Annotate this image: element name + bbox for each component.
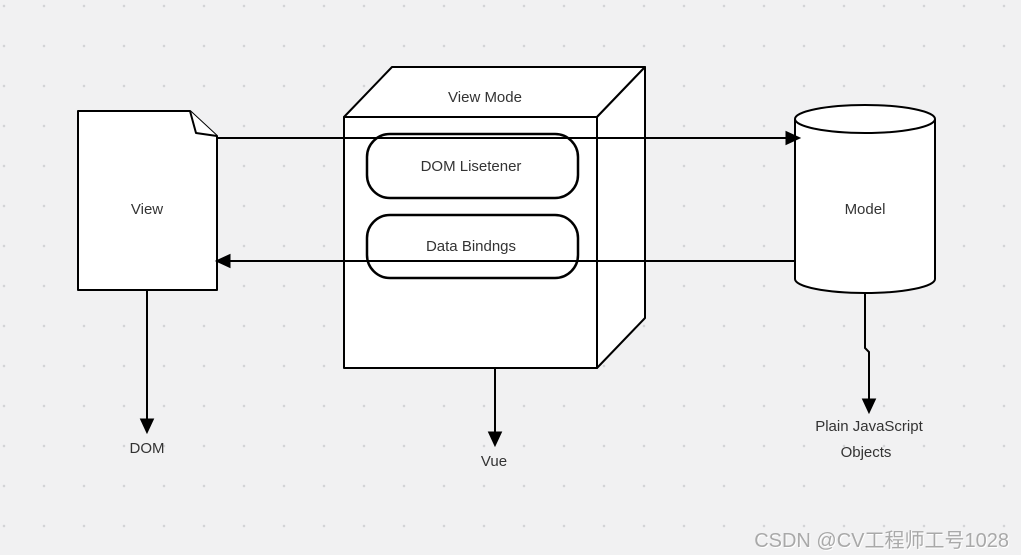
arrow-model-to-objects: [861, 293, 877, 415]
view-mode-label: View Mode: [448, 89, 522, 106]
arrow-box-to-vue: [487, 368, 503, 448]
data-bindings-label: Data Bindngs: [426, 238, 516, 255]
data-bindings-pill: Data Bindngs: [365, 213, 580, 280]
dom-listener-shape: [365, 132, 580, 200]
model-cylinder: Model: [794, 104, 936, 294]
model-label: Model: [845, 201, 886, 218]
plain-js-label-line2: Objects: [841, 444, 892, 461]
box-right-face: [596, 66, 646, 369]
arrowhead-down-icon: [487, 431, 503, 448]
dom-listener-pill: DOM Lisetener: [365, 132, 580, 200]
arrowhead-right-icon: [785, 130, 802, 146]
arrowhead-left-icon: [214, 253, 231, 269]
dom-label: DOM: [130, 440, 165, 457]
vue-label: Vue: [481, 453, 507, 470]
document-shape: [77, 110, 218, 291]
view-label: View: [131, 201, 163, 218]
plain-js-label-line1: Plain JavaScript: [815, 418, 923, 435]
arrow-model-to-view: [214, 253, 795, 269]
arrow-view-to-dom: [139, 290, 155, 435]
watermark: CSDN @CV工程师工号1028: [754, 530, 1009, 552]
cylinder-top: [794, 104, 936, 134]
arrow-view-to-model: [217, 130, 802, 146]
arrowhead-down-icon: [861, 398, 877, 415]
view-node: View: [77, 110, 218, 291]
data-bindings-shape: [365, 213, 580, 280]
document-fold-icon: [189, 110, 218, 137]
dom-listener-label: DOM Lisetener: [421, 158, 522, 175]
arrowhead-down-icon: [139, 418, 155, 435]
